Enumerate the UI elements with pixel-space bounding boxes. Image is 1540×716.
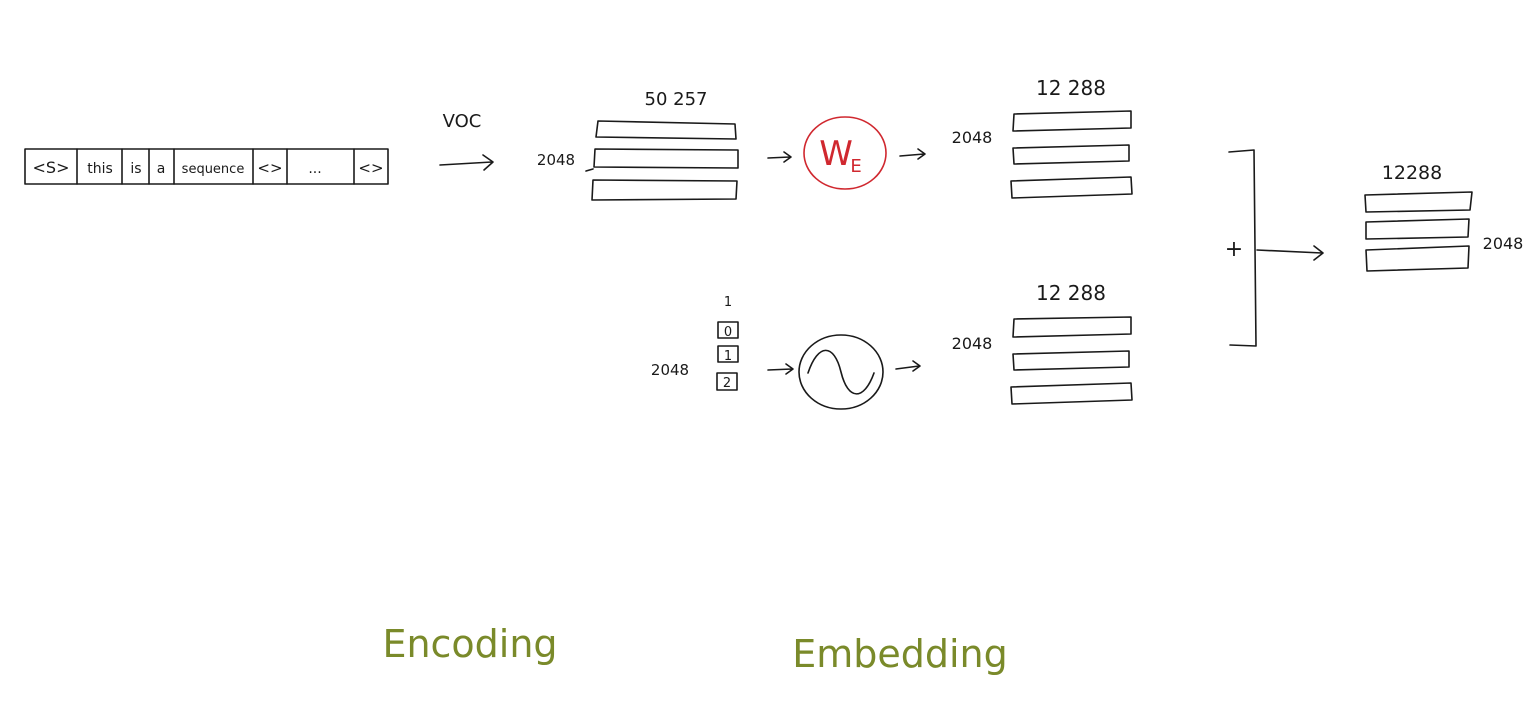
matrix-row bbox=[595, 120, 737, 140]
matrix-row bbox=[1010, 382, 1133, 405]
embedding-section-label: Embedding bbox=[792, 632, 1008, 676]
matrix-row bbox=[1365, 245, 1470, 272]
arrow-icon bbox=[1256, 245, 1324, 261]
sine-wave-icon bbox=[798, 334, 884, 410]
arrow-icon bbox=[767, 151, 792, 163]
matrix-row bbox=[1010, 176, 1133, 199]
arrow-icon bbox=[899, 148, 926, 160]
plus-sign: + bbox=[1225, 237, 1243, 262]
pos-col-width-label: 1 bbox=[724, 295, 732, 310]
position-cell bbox=[717, 321, 739, 339]
pos-rows-label: 2048 bbox=[651, 361, 689, 379]
matrix-row bbox=[593, 148, 739, 169]
matrix-row-tick bbox=[585, 168, 594, 172]
onehot-rows-label: 2048 bbox=[537, 151, 575, 169]
position-value: 1 bbox=[724, 349, 732, 364]
token-start: <S> bbox=[33, 158, 70, 177]
token-ellipsis: ... bbox=[308, 161, 321, 177]
matrix-row bbox=[1012, 316, 1132, 338]
sum-bracket bbox=[1228, 149, 1257, 347]
onehot-width-label: 50 257 bbox=[645, 89, 708, 110]
position-cell bbox=[716, 372, 738, 391]
token-emb-rows-label: 2048 bbox=[952, 128, 993, 147]
sum-width-label: 12288 bbox=[1382, 162, 1442, 184]
matrix-row bbox=[1012, 350, 1130, 371]
token-end: <> bbox=[358, 159, 383, 177]
token-sequence-word: sequence bbox=[182, 162, 245, 177]
matrix-row bbox=[1012, 110, 1132, 132]
position-value: 0 bbox=[724, 325, 732, 340]
we-label: W bbox=[819, 134, 853, 174]
token-placeholder: <> bbox=[257, 159, 282, 177]
pos-emb-rows-label: 2048 bbox=[952, 334, 993, 353]
pos-emb-width-label: 12 288 bbox=[1036, 281, 1106, 305]
encoding-section-label: Encoding bbox=[382, 622, 557, 666]
position-cell bbox=[717, 345, 739, 363]
matrix-row bbox=[1365, 218, 1470, 240]
token-sequence: <S> this is a sequence <> ... <> bbox=[24, 148, 389, 185]
token-a: a bbox=[157, 161, 166, 177]
arrow-icon bbox=[767, 363, 794, 375]
we-subscript: E bbox=[850, 156, 861, 177]
token-sequence-frame bbox=[24, 148, 389, 185]
arrow-icon bbox=[439, 154, 494, 171]
matrix-row bbox=[591, 179, 738, 201]
voc-label: VOC bbox=[443, 111, 482, 132]
token-is: is bbox=[130, 161, 141, 177]
arrow-icon bbox=[895, 360, 921, 372]
token-this: this bbox=[87, 161, 113, 177]
matrix-row bbox=[1364, 191, 1473, 213]
token-emb-width-label: 12 288 bbox=[1036, 76, 1106, 100]
matrix-row bbox=[1012, 144, 1130, 165]
position-value: 2 bbox=[723, 376, 731, 391]
sum-rows-label: 2048 bbox=[1483, 234, 1524, 253]
embedding-matrix-circle bbox=[803, 116, 887, 190]
